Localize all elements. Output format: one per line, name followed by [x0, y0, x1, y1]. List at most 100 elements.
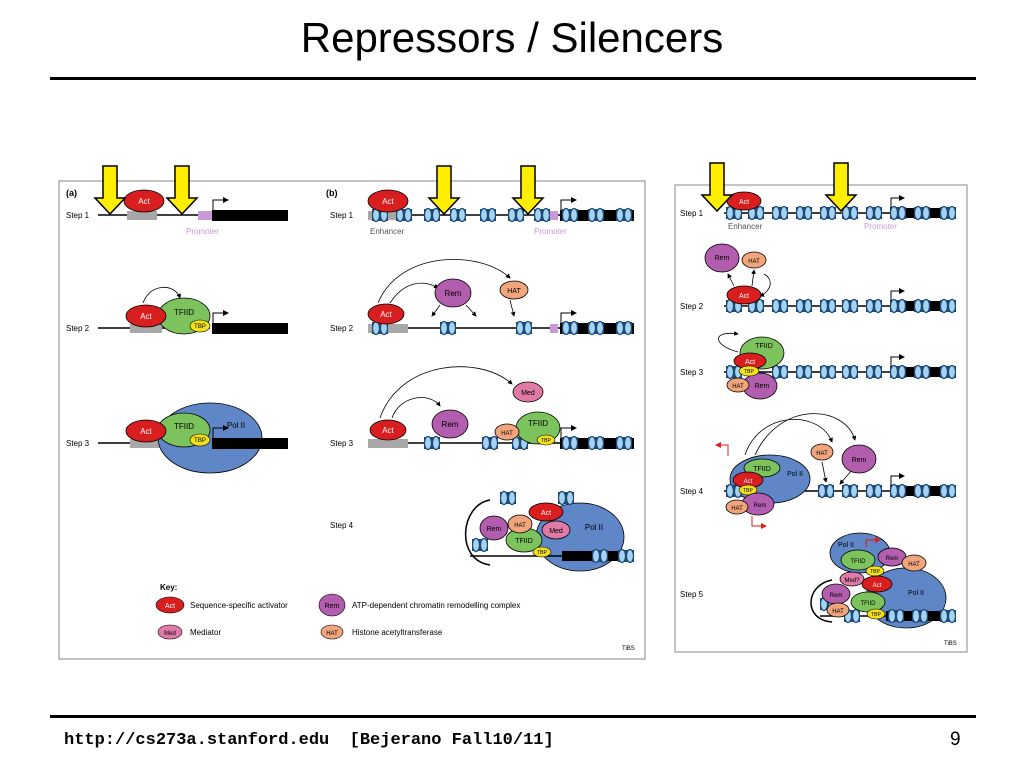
panel-b-label: (b) [326, 188, 338, 198]
svg-text:HAT: HAT [908, 562, 920, 568]
a-step-3-diagram: Pol II TFIID TBP Act [98, 402, 288, 474]
svg-text:Rem: Rem [325, 603, 340, 610]
r-step-3-diagram: TFIID Rem HAT Act TBP [718, 331, 957, 400]
svg-text:Med: Med [549, 528, 563, 535]
svg-text:TFIID: TFIID [174, 422, 194, 431]
svg-text:Act: Act [380, 310, 392, 319]
svg-text:Rem: Rem [715, 255, 730, 262]
svg-text:Rem: Rem [442, 420, 459, 429]
svg-text:Act: Act [744, 479, 753, 485]
svg-text:HAT: HAT [732, 384, 744, 390]
page-number: 9 [950, 729, 961, 750]
legend-title: Key: [160, 583, 177, 592]
svg-text:TBP: TBP [871, 612, 881, 618]
svg-text:Act: Act [873, 583, 882, 589]
svg-text:Act: Act [140, 427, 152, 436]
b-step-2-diagram: Rem HAT Act [367, 258, 634, 336]
r-enhancer-label: Enhancer [728, 222, 763, 231]
svg-text:Rem: Rem [755, 383, 770, 390]
svg-text:Act: Act [739, 293, 749, 300]
svg-text:Act: Act [140, 312, 152, 321]
svg-text:HAT: HAT [514, 523, 526, 529]
svg-text:HAT: HAT [326, 631, 338, 637]
b-promoter-label: Promoter [534, 227, 567, 236]
slide-title: Repressors / Silencers [300, 14, 724, 61]
svg-text:HAT: HAT [731, 506, 743, 512]
svg-text:TBP: TBP [743, 488, 753, 494]
svg-text:Rem: Rem [830, 593, 843, 599]
r-step-3-label: Step 3 [680, 368, 704, 377]
svg-text:TFIID: TFIID [174, 308, 194, 317]
svg-text:HAT: HAT [816, 451, 828, 457]
svg-text:Med: Med [521, 390, 535, 397]
a-step-2-diagram: TFIID TBP Act [98, 286, 288, 335]
legend: Key: Act Sequence-specific activator Med… [155, 583, 520, 640]
r-step-4-diagram: Pol II TFIID HAT Rem Act TBP Rem HAT [715, 413, 957, 529]
footer-divider [50, 715, 976, 718]
a-step-1-diagram: Act Promoter [98, 189, 288, 236]
r-step-4-label: Step 4 [680, 487, 704, 496]
svg-text:HAT: HAT [501, 431, 513, 437]
svg-text:Pol II: Pol II [838, 542, 854, 549]
right-source-label: TiBS [944, 641, 957, 647]
svg-text:Act: Act [382, 197, 394, 206]
svg-text:Pol II: Pol II [227, 421, 245, 430]
footer-url: http://cs273a.stanford.edu [Bejerano Fal… [64, 731, 554, 750]
svg-text:Act: Act [739, 199, 749, 206]
svg-text:Rem: Rem [487, 526, 502, 533]
svg-text:TFIID: TFIID [528, 419, 548, 428]
svg-text:Rem: Rem [754, 503, 767, 509]
svg-text:TFIID: TFIID [753, 466, 771, 473]
a-step-2-label: Step 2 [66, 324, 90, 333]
svg-text:TFIID: TFIID [515, 538, 533, 545]
svg-text:TFIID: TFIID [861, 601, 877, 607]
svg-text:TFIID: TFIID [851, 559, 867, 565]
svg-text:TBP: TBP [194, 438, 206, 444]
svg-text:Act: Act [382, 426, 394, 435]
b-step-3-label: Step 3 [330, 439, 354, 448]
svg-text:Pol II: Pol II [787, 471, 803, 478]
a-promoter-label: Promoter [186, 227, 219, 236]
svg-text:Pol II: Pol II [585, 523, 603, 532]
svg-text:Med?: Med? [844, 578, 860, 584]
svg-text:TBP: TBP [744, 369, 754, 375]
svg-text:Med: Med [164, 631, 176, 637]
b-step-4-label: Step 4 [330, 521, 354, 530]
b-step-2-label: Step 2 [330, 324, 354, 333]
title-divider [50, 77, 976, 80]
r-step-2-diagram: Rem HAT Act [704, 243, 957, 314]
svg-text:TBP: TBP [194, 324, 206, 330]
svg-text:HAT: HAT [507, 288, 521, 295]
r-step-1-label: Step 1 [680, 209, 704, 218]
svg-text:Act: Act [541, 510, 551, 517]
r-step-1-diagram: Act Enhancer Promoter [724, 191, 957, 231]
svg-text:Act: Act [138, 197, 150, 206]
svg-text:Pol II: Pol II [908, 590, 924, 597]
svg-text:Rem: Rem [445, 289, 462, 298]
svg-text:HAT: HAT [832, 609, 844, 615]
r-step-2-label: Step 2 [680, 302, 704, 311]
b-enhancer-label: Enhancer [370, 227, 405, 236]
svg-text:HAT: HAT [748, 259, 760, 265]
legend-activator-text: Sequence-specific activator [190, 601, 288, 610]
r-step-5-label: Step 5 [680, 590, 704, 599]
svg-text:Rem: Rem [852, 457, 867, 464]
r-step-5-diagram: Pol II Pol II TFIID TBP Rem HAT Med? Act… [810, 532, 957, 629]
legend-remodelling-text: ATP-dependent chromatin remodelling comp… [352, 601, 520, 610]
left-source-label: TiBS [622, 646, 635, 652]
b-step-1-label: Step 1 [330, 211, 354, 220]
panel-a-label: (a) [66, 188, 77, 198]
b-step-1-diagram: Act Enhancer Promoter [367, 189, 634, 236]
b-step-4-diagram: Pol II TFIID TBP Rem HAT Med Act [464, 490, 635, 572]
svg-text:TBP: TBP [537, 550, 547, 556]
svg-text:Rem: Rem [886, 556, 899, 562]
svg-text:TBP: TBP [870, 569, 880, 575]
svg-text:TBP: TBP [541, 438, 551, 444]
legend-mediator-text: Mediator [190, 628, 221, 637]
a-step-3-label: Step 3 [66, 439, 90, 448]
a-step-1-label: Step 1 [66, 211, 90, 220]
svg-text:Act: Act [745, 359, 755, 366]
svg-text:Act: Act [165, 603, 175, 610]
legend-hat-text: Histone acetyltransferase [352, 628, 443, 637]
